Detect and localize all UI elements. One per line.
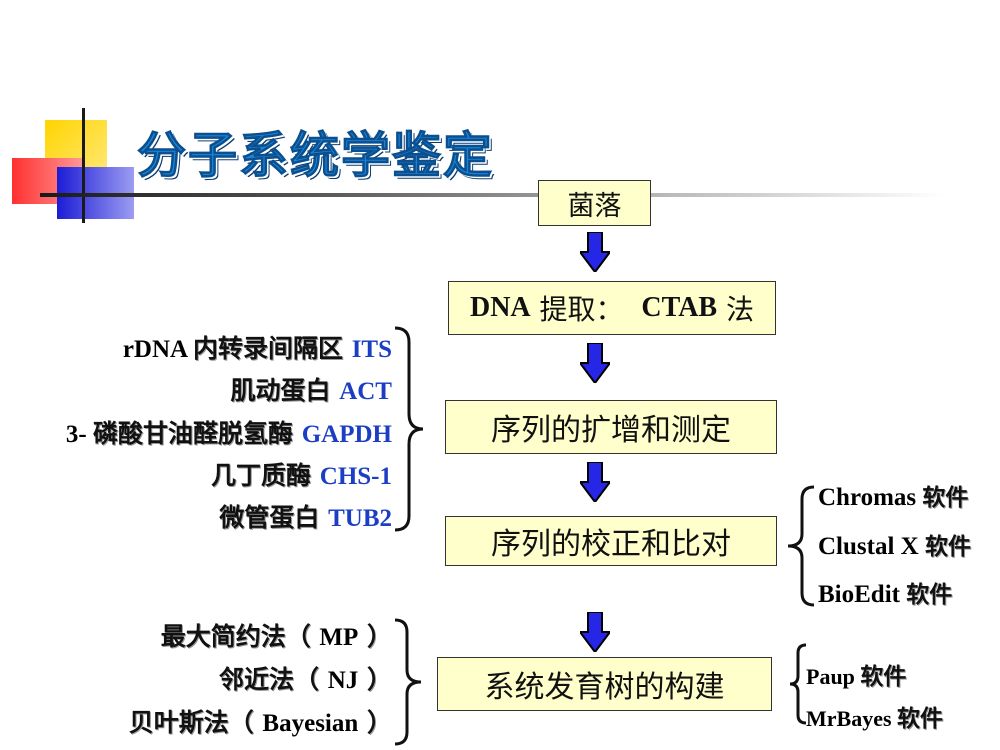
software-name: Paup bbox=[806, 664, 861, 689]
gene-item-its: rDNA 内转录间隔区 ITS bbox=[123, 329, 392, 365]
software-item-clustalx: Clustal X 软件 bbox=[818, 527, 971, 561]
down-arrow-icon bbox=[580, 462, 610, 502]
software-item-mrbayes: MrBayes 软件 bbox=[806, 699, 943, 733]
method-item-bayesian: 贝叶斯法（ Bayesian ） bbox=[129, 703, 392, 739]
method-close: ） bbox=[358, 665, 392, 694]
gene-prefix: rDNA bbox=[122, 336, 193, 363]
slide-title: 分子系统学鉴定 bbox=[136, 127, 495, 185]
flow-step-alignment-label: 序列的校正和比对 bbox=[491, 527, 731, 562]
gene-code: GAPDH bbox=[301, 421, 392, 448]
software-name: BioEdit bbox=[818, 581, 907, 608]
method-abbr: Bayesian bbox=[262, 710, 359, 737]
method-name: 贝叶斯法（ bbox=[128, 708, 263, 737]
software-name: Chromas bbox=[818, 484, 923, 511]
method-item-nj: 邻近法（ NJ ） bbox=[219, 660, 392, 696]
software-suffix: 软件 bbox=[906, 582, 953, 608]
flow-step-amplification: 序列的扩增和测定 bbox=[445, 400, 777, 454]
tree-software-brace bbox=[789, 643, 807, 725]
gene-name: 肌动蛋白 bbox=[230, 376, 340, 405]
flow-step-amplification-label: 序列的扩增和测定 bbox=[491, 413, 731, 448]
flow-step-tree-construction-label: 系统发育树的构建 bbox=[484, 670, 725, 705]
method-abbr: MP bbox=[319, 624, 359, 651]
down-arrow-icon bbox=[580, 612, 610, 652]
down-arrow-icon bbox=[580, 343, 610, 383]
method-brace bbox=[394, 618, 422, 746]
method-name: 邻近法（ bbox=[219, 665, 328, 694]
software-item-paup: Paup 软件 bbox=[806, 657, 906, 691]
gene-item-act: 肌动蛋白 ACT bbox=[230, 371, 392, 407]
software-name: MrBayes bbox=[806, 706, 898, 731]
gene-name: 几丁质酶 bbox=[211, 461, 320, 490]
gene-item-gapdh: 3- 磷酸甘油醛脱氢酶 GAPDH bbox=[66, 414, 392, 450]
flow-step-colony: 菌落 bbox=[538, 180, 651, 226]
decor-horizontal-line bbox=[40, 193, 945, 197]
gene-code: ITS bbox=[351, 336, 392, 363]
software-item-bioedit: BioEdit 软件 bbox=[818, 575, 952, 609]
software-name: Clustal X bbox=[818, 533, 925, 560]
gene-code: ACT bbox=[339, 378, 392, 405]
gene-brace bbox=[394, 326, 424, 532]
decor-vertical-line bbox=[82, 108, 85, 223]
gene-name: 内转录间隔区 bbox=[192, 334, 352, 363]
software-item-chromas: Chromas 软件 bbox=[818, 478, 968, 512]
software-suffix: 软件 bbox=[860, 664, 907, 690]
gene-code: CHS-1 bbox=[319, 463, 392, 490]
method-abbr: NJ bbox=[327, 667, 359, 694]
method-suffix: 法 bbox=[726, 293, 755, 326]
flow-step-alignment: 序列的校正和比对 bbox=[445, 516, 777, 566]
flow-step-colony-label: 菌落 bbox=[567, 190, 622, 222]
software-suffix: 软件 bbox=[924, 534, 971, 560]
gene-prefix: 3- bbox=[65, 421, 93, 448]
software-suffix: 软件 bbox=[922, 485, 969, 511]
gene-item-tub2: 微管蛋白 TUB2 bbox=[219, 498, 392, 534]
extraction-label: 提取： bbox=[539, 293, 624, 326]
method-name: 最大简约法（ bbox=[160, 622, 320, 651]
flow-step-dna-extraction: DNA 提取： CTAB 法 bbox=[448, 281, 776, 335]
method-item-mp: 最大简约法（ MP ） bbox=[161, 617, 392, 653]
method-close: ） bbox=[358, 622, 392, 651]
dna-label: DNA bbox=[469, 292, 531, 323]
gene-item-chs1: 几丁质酶 CHS-1 bbox=[211, 456, 392, 492]
down-arrow-icon bbox=[580, 232, 610, 272]
gene-name: 磷酸甘油醛脱氢酶 bbox=[93, 419, 302, 448]
method-close: ） bbox=[358, 708, 392, 737]
gene-code: TUB2 bbox=[328, 505, 392, 532]
align-software-brace bbox=[787, 485, 815, 607]
flow-step-tree-construction: 系统发育树的构建 bbox=[437, 657, 772, 711]
gene-name: 微管蛋白 bbox=[219, 503, 329, 532]
software-suffix: 软件 bbox=[897, 706, 944, 732]
ctab-label: CTAB bbox=[641, 292, 718, 323]
